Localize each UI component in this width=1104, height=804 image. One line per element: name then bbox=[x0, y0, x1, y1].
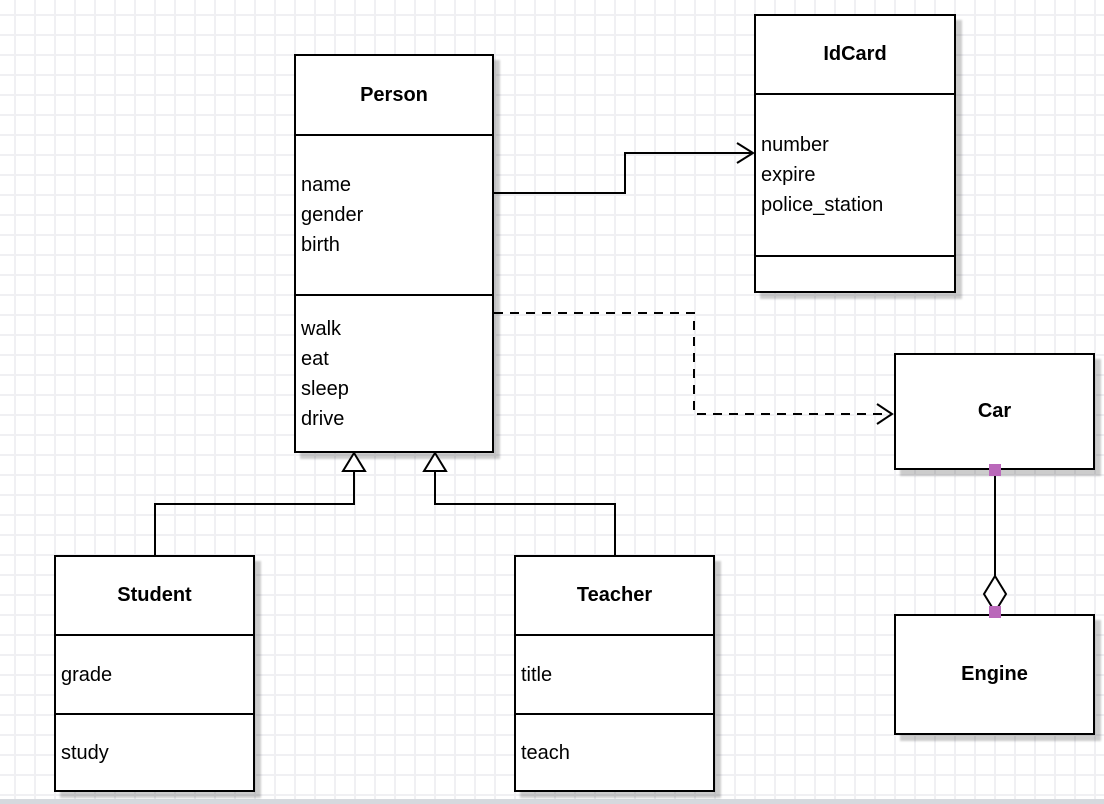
generalization-student-person[interactable] bbox=[154, 451, 367, 555]
method: teach bbox=[521, 741, 570, 764]
class-student[interactable]: Student grade study bbox=[54, 555, 255, 792]
open-arrowhead-icon bbox=[736, 142, 755, 164]
class-student-methods: study bbox=[56, 715, 253, 790]
class-idcard-title: IdCard bbox=[756, 16, 954, 95]
generalization-teacher-person[interactable] bbox=[422, 451, 616, 555]
class-person[interactable]: Person name gender birth walk eat sleep … bbox=[294, 54, 494, 453]
class-teacher[interactable]: Teacher title teach bbox=[514, 555, 715, 792]
attribute: gender bbox=[301, 204, 364, 226]
class-engine[interactable]: Engine bbox=[894, 614, 1095, 735]
attribute: number bbox=[761, 134, 829, 156]
class-person-methods: walk eat sleep drive bbox=[296, 296, 492, 451]
class-idcard[interactable]: IdCard number expire police_station bbox=[754, 14, 956, 293]
attribute: grade bbox=[61, 663, 113, 686]
page-edge bbox=[0, 799, 1104, 804]
class-teacher-methods: teach bbox=[516, 715, 713, 790]
method: study bbox=[61, 741, 109, 764]
attribute: title bbox=[521, 663, 553, 686]
dependency-person-car[interactable] bbox=[494, 312, 894, 425]
class-student-attributes: grade bbox=[56, 636, 253, 715]
method: walk bbox=[301, 317, 342, 340]
class-student-title: Student bbox=[56, 557, 253, 636]
aggregation-car-engine[interactable] bbox=[982, 464, 1008, 618]
attribute: name bbox=[301, 174, 352, 196]
method: eat bbox=[301, 347, 329, 370]
method: sleep bbox=[301, 377, 349, 400]
hollow-triangle-icon bbox=[341, 451, 367, 472]
class-idcard-attributes: number expire police_station bbox=[756, 95, 954, 257]
class-teacher-title: Teacher bbox=[516, 557, 713, 636]
open-arrowhead-icon bbox=[876, 403, 894, 425]
attribute: birth bbox=[301, 234, 340, 256]
endpoint-handle-icon[interactable] bbox=[989, 464, 1001, 476]
class-car[interactable]: Car bbox=[894, 353, 1095, 470]
class-engine-title: Engine bbox=[961, 663, 1028, 685]
class-teacher-attributes: title bbox=[516, 636, 713, 715]
hollow-triangle-icon bbox=[422, 451, 448, 472]
association-person-idcard[interactable] bbox=[494, 142, 755, 194]
class-person-attributes: name gender birth bbox=[296, 136, 492, 296]
method: drive bbox=[301, 407, 345, 430]
attribute: expire bbox=[761, 164, 816, 186]
attribute: police_station bbox=[761, 194, 884, 216]
class-person-title: Person bbox=[296, 56, 492, 136]
class-idcard-methods bbox=[756, 257, 954, 291]
endpoint-handle-icon[interactable] bbox=[989, 606, 1001, 618]
class-car-title: Car bbox=[977, 400, 1012, 422]
